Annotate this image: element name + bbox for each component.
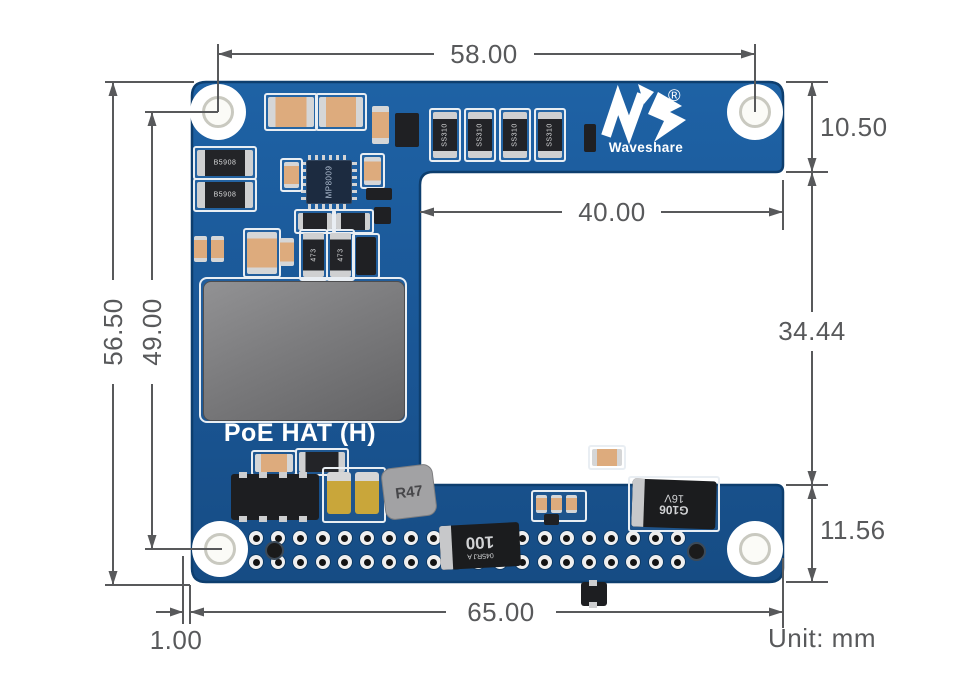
- smd-component: [584, 124, 596, 152]
- gpio-pin-hole: [647, 530, 664, 546]
- gpio-pin-hole: [248, 530, 264, 546]
- capacitor-value: 100: [465, 532, 495, 553]
- capacitor-voltage: 16V: [664, 492, 685, 505]
- resistor: 473: [299, 229, 328, 281]
- inductor-marking: R47: [394, 481, 424, 503]
- mounting-hole-top-right: [727, 84, 783, 140]
- registered-trademark: ®: [668, 86, 681, 105]
- small-ic: [581, 580, 607, 608]
- schottky-diode: SS310: [534, 108, 566, 162]
- dimension-left-hole-span: 49.00: [137, 298, 167, 366]
- gpio-pin-hole: [603, 554, 620, 570]
- board-title: PoE HAT (H): [223, 419, 377, 447]
- soic8-chip: [231, 472, 319, 522]
- sot-transistor: [374, 207, 391, 224]
- schottky-diode: SS310: [464, 108, 496, 162]
- unit-label: Unit: mm: [768, 623, 876, 653]
- dimension-bottom-left-offset: 1.00: [149, 625, 203, 655]
- diode-marking: B5908: [213, 159, 237, 167]
- dimension-right-middle: 34.44: [778, 316, 846, 346]
- resistor: [360, 153, 385, 189]
- brand-name: Waveshare: [608, 140, 684, 155]
- gpio-pin-hole: [425, 554, 442, 570]
- gpio-pin-hole: [536, 530, 553, 546]
- dimension-bottom-width: 65.00: [467, 597, 535, 627]
- dimension-top-width: 58.00: [450, 39, 518, 69]
- gpio-pin-hole: [381, 530, 398, 546]
- mounting-hole-bottom-right: [727, 521, 783, 577]
- diode: B5908: [193, 178, 257, 212]
- diode: B5908: [193, 146, 257, 180]
- resistor: 473: [326, 229, 355, 281]
- gpio-pin-hole: [381, 554, 398, 570]
- gpio-pin-hole: [581, 530, 597, 546]
- resistor-marking: 473: [310, 248, 317, 262]
- capacitor: [280, 238, 294, 266]
- resistor: [588, 445, 626, 470]
- sot-transistor: [544, 514, 559, 525]
- schottky-diode: SS310: [499, 108, 531, 162]
- dimension-left-overall: 56.50: [98, 298, 128, 366]
- tantalum-capacitor-pair: [322, 467, 386, 523]
- ceramic-capacitor: [315, 93, 367, 131]
- smd-component: [366, 188, 392, 200]
- diode-marking: SS310: [476, 123, 484, 147]
- gpio-pin-hole: [292, 554, 309, 570]
- dimension-right-bottom: 11.56: [820, 515, 886, 545]
- resistor-marking: 473: [337, 248, 344, 262]
- capacitor: [211, 236, 224, 262]
- gpio-pin-hole: [581, 554, 597, 570]
- gpio-pin-hole: [669, 530, 686, 546]
- gpio-pin-hole: [625, 530, 642, 546]
- gpio-pin-hole: [248, 554, 264, 570]
- capacitor: [194, 236, 207, 262]
- ic-marking: MP8009: [324, 165, 334, 199]
- output-capacitor: G106 16V: [628, 476, 720, 532]
- mounting-hole-top-left: [190, 84, 246, 140]
- gpio-pin-hole: [336, 530, 353, 546]
- gpio-pin-hole: [558, 554, 575, 570]
- diode-marking: SS310: [511, 123, 519, 147]
- ceramic-capacitor: [264, 93, 318, 131]
- dimension-right-top: 10.50: [820, 112, 888, 142]
- capacitor: [243, 228, 281, 278]
- capacitor-value: G106: [658, 502, 689, 518]
- poe-header-hole: [265, 541, 284, 560]
- diode-marking: B5908: [213, 191, 237, 199]
- gpio-pin-hole: [669, 554, 686, 570]
- gpio-pin-hole: [336, 554, 353, 570]
- schottky-diode: SS310: [429, 108, 461, 162]
- gpio-pin-hole: [314, 530, 331, 546]
- gpio-pin-hole: [359, 554, 375, 570]
- gpio-pin-hole: [359, 530, 375, 546]
- gpio-pin-hole: [536, 554, 553, 570]
- gpio-pin-hole: [403, 554, 420, 570]
- power-inductor: R47: [380, 463, 438, 521]
- gpio-pin-hole: [292, 530, 309, 546]
- ceramic-capacitor: [372, 106, 389, 144]
- diode-marking: SS310: [441, 123, 449, 147]
- gpio-pin-hole: [314, 554, 331, 570]
- resistor: [280, 158, 303, 192]
- gpio-pin-hole: [647, 554, 664, 570]
- diode-marking: SS310: [546, 123, 554, 147]
- transistor: [352, 233, 380, 279]
- mounting-hole-bottom-left: [192, 521, 248, 577]
- dimension-notch-width: 40.00: [578, 197, 646, 227]
- gpio-pin-hole: [558, 530, 575, 546]
- sot-transistor: [395, 113, 419, 147]
- poe-header-hole: [687, 542, 706, 561]
- gpio-pin-hole: [603, 530, 620, 546]
- power-management-ic: MP8009: [301, 155, 357, 209]
- resistor-group: [531, 490, 587, 522]
- gpio-pin-hole: [403, 530, 420, 546]
- gpio-pin-hole: [625, 554, 642, 570]
- isolation-transformer: [199, 277, 407, 423]
- bulk-capacitor: 045RJ A 100: [438, 521, 522, 571]
